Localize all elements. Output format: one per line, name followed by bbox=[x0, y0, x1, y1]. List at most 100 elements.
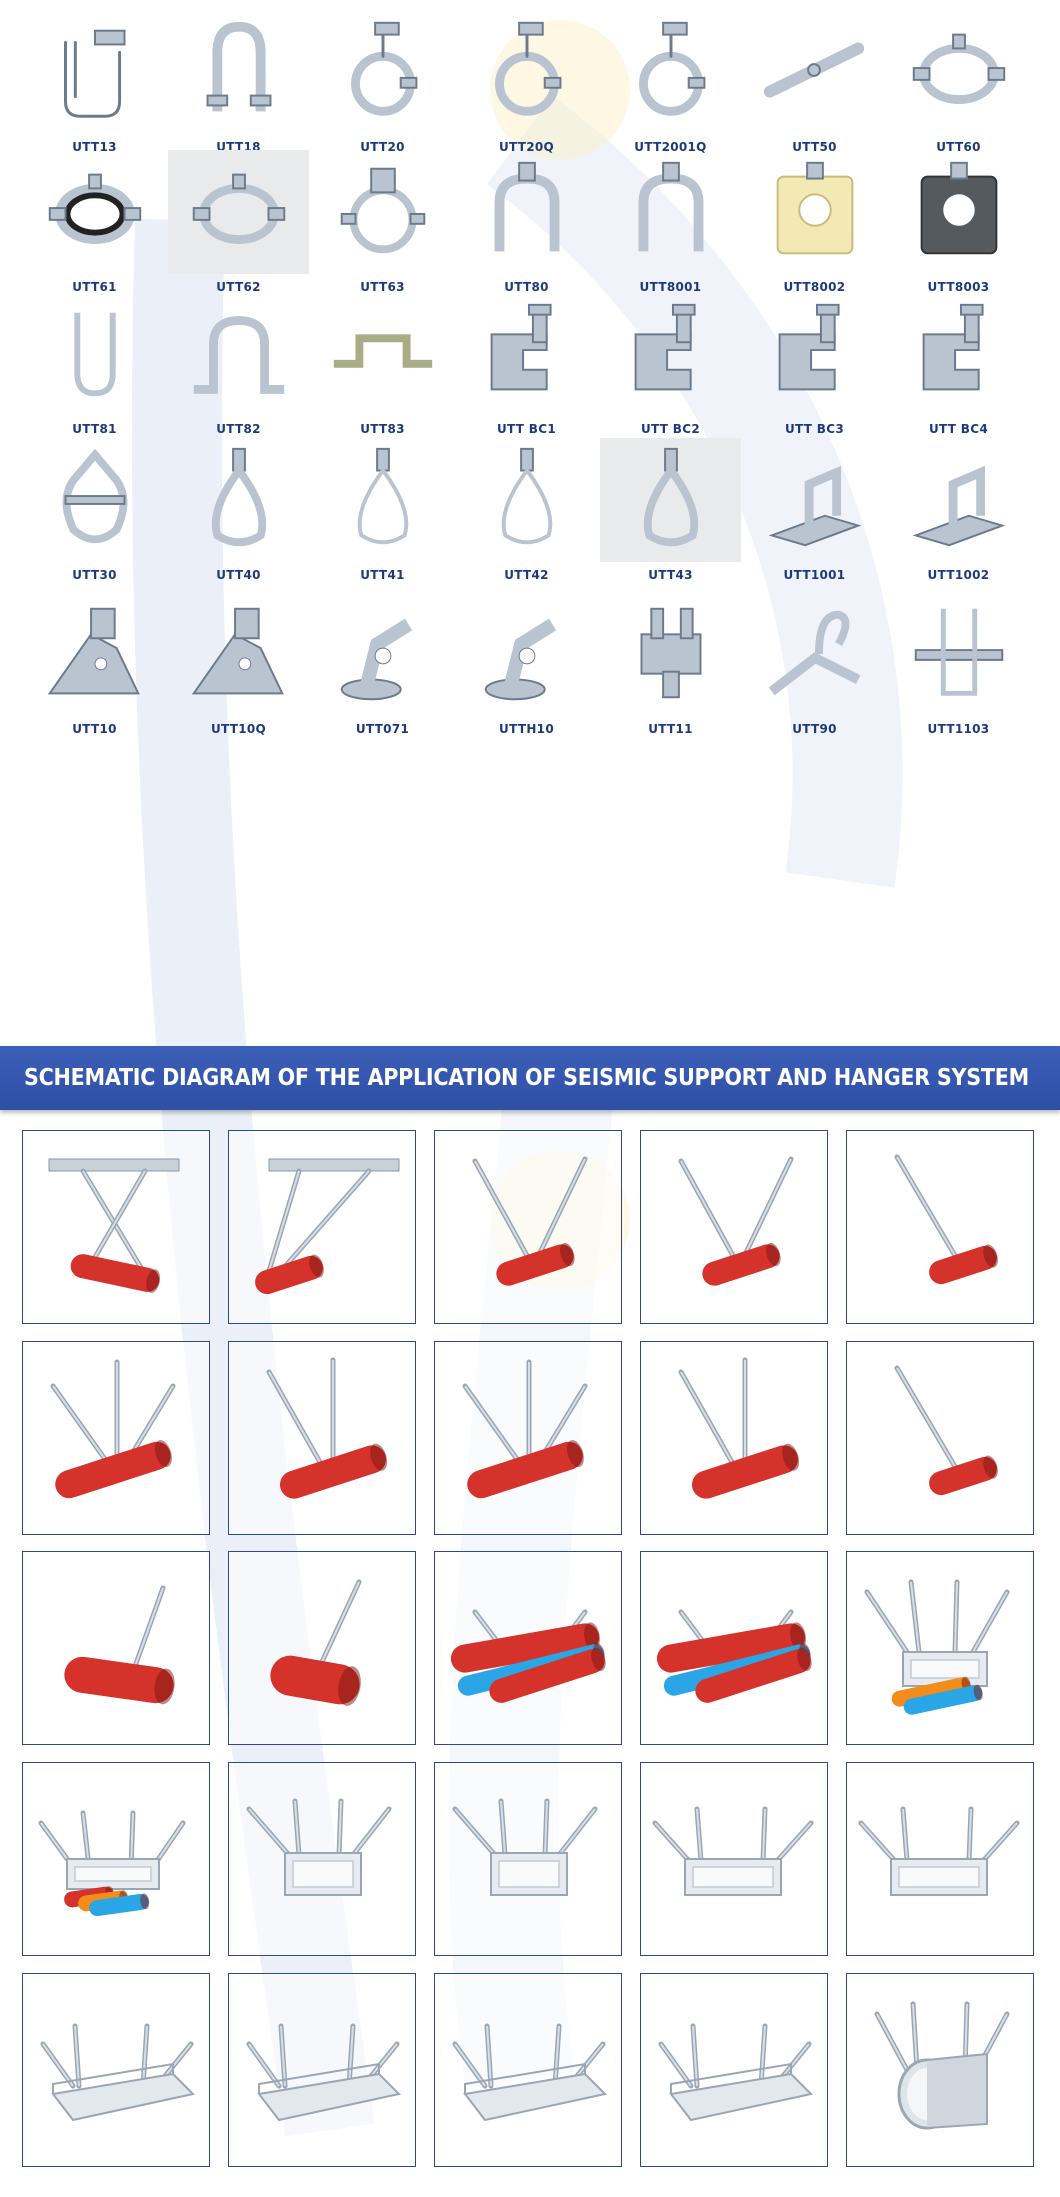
diagram-cable-tray-support bbox=[228, 1973, 416, 2167]
product-card: UTT BC1 bbox=[454, 300, 599, 496]
single-brace-pipe-b-illustration bbox=[894, 1365, 998, 1496]
diagram-v-brace-pipe-b bbox=[640, 1130, 828, 1324]
split-ring-clamp-icon bbox=[168, 150, 309, 274]
diagram-duct-support-wide bbox=[846, 1762, 1034, 1956]
product-label: UTT80 bbox=[504, 280, 549, 294]
diagram-multi-pipe-red-blue-b bbox=[640, 1551, 828, 1745]
product-card: UTT30 bbox=[22, 446, 167, 642]
product-label: UTT BC3 bbox=[785, 422, 844, 436]
product-card: UTT42 bbox=[454, 446, 599, 642]
swivel-bracket-icon bbox=[312, 592, 453, 716]
product-card: UTT43 bbox=[598, 438, 743, 642]
triple-brace-pipe-illustration bbox=[462, 1359, 588, 1499]
diagram-large-pipe-support bbox=[846, 1973, 1034, 2167]
rubber-block-icon bbox=[888, 150, 1029, 274]
application-diagrams bbox=[0, 1130, 1060, 2190]
diagram-duct-with-pipes bbox=[846, 1551, 1034, 1745]
lateral-beam-cross-illustration bbox=[48, 1158, 180, 1293]
duct-support-illustration bbox=[452, 1798, 598, 1896]
product-card: UTT8002 bbox=[742, 158, 887, 354]
product-label: UTT90 bbox=[792, 722, 837, 736]
product-label: UTTH10 bbox=[499, 722, 554, 736]
diagram-duct-support bbox=[228, 1762, 416, 1956]
hinged-base-icon bbox=[744, 438, 885, 562]
product-card: UTT41 bbox=[310, 446, 455, 642]
duct-with-colored-pipes-illustration bbox=[38, 1810, 186, 1917]
u-rod-icon bbox=[24, 292, 165, 416]
beam-clamp-icon bbox=[744, 292, 885, 416]
product-card: UTT10 bbox=[22, 600, 167, 796]
rubber-lined-clamp-icon bbox=[24, 150, 165, 274]
product-card: UTT1103 bbox=[886, 600, 1031, 796]
product-label: UTT BC4 bbox=[929, 422, 988, 436]
cable-tray-support-illustration bbox=[40, 2023, 196, 2122]
product-label: UTT50 bbox=[792, 140, 837, 154]
swivel-bracket-icon bbox=[456, 592, 597, 716]
v-brace-pipe-b-illustration bbox=[678, 1156, 794, 1286]
product-card: UTT8003 bbox=[886, 158, 1031, 354]
diagram-single-brace-pipe-b bbox=[846, 1341, 1034, 1535]
split-ring-clamp-icon bbox=[888, 10, 1029, 134]
lateral-beam-diag-illustration bbox=[255, 1158, 400, 1295]
diagram-single-brace-pipe bbox=[846, 1130, 1034, 1324]
product-card: UTT80 bbox=[454, 158, 599, 354]
product-card: UTTH10 bbox=[454, 600, 599, 796]
product-card: UTT82 bbox=[166, 300, 311, 496]
diagram-triple-brace-pipe bbox=[22, 1341, 210, 1535]
duct-with-pipes-illustration bbox=[864, 1579, 1010, 1715]
product-label: UTT8003 bbox=[927, 280, 990, 294]
product-label: UTT13 bbox=[72, 140, 117, 154]
single-brace-pipe-illustration bbox=[894, 1154, 998, 1285]
beam-clamp-icon bbox=[456, 292, 597, 416]
product-card: UTT20Q bbox=[454, 18, 599, 214]
swivel-ring-hanger-icon bbox=[168, 438, 309, 562]
swivel-ring-hanger-icon bbox=[600, 438, 741, 562]
product-label: UTT61 bbox=[72, 280, 117, 294]
product-label: UTT8002 bbox=[783, 280, 846, 294]
double-brace-pipe-b-illustration bbox=[678, 1357, 800, 1499]
product-card: UTT071 bbox=[310, 600, 455, 796]
product-card: UTT10Q bbox=[166, 600, 311, 796]
product-label: UTT63 bbox=[360, 280, 405, 294]
product-card: UTT61 bbox=[22, 158, 167, 354]
omega-strap-icon bbox=[312, 292, 453, 416]
product-label: UTT071 bbox=[355, 722, 410, 736]
diagram-duct-support bbox=[434, 1762, 622, 1956]
diagram-double-brace-pipe bbox=[228, 1341, 416, 1535]
product-card: UTT BC2 bbox=[598, 300, 743, 496]
product-card: UTT8001 bbox=[598, 158, 743, 354]
duct-support-wide-illustration bbox=[652, 1806, 814, 1896]
product-label: UTT BC2 bbox=[641, 422, 700, 436]
diagram-v-brace-pipe bbox=[434, 1130, 622, 1324]
diagram-duct-support-wide bbox=[640, 1762, 828, 1956]
loop-hanger-icon bbox=[456, 438, 597, 562]
product-label: UTT41 bbox=[360, 568, 405, 582]
short-brace-pipe-illustration bbox=[64, 1585, 175, 1705]
product-label: UTT10Q bbox=[210, 722, 267, 736]
product-label: UTT1002 bbox=[927, 568, 990, 582]
product-label: UTT2001Q bbox=[634, 140, 707, 154]
pipe-clamp-hanger-icon bbox=[312, 10, 453, 134]
product-label: UTT30 bbox=[72, 568, 117, 582]
product-label: UTT20 bbox=[360, 140, 405, 154]
product-card: UTT11 bbox=[598, 600, 743, 796]
product-label: UTT BC1 bbox=[497, 422, 556, 436]
saddle-strap-icon bbox=[168, 292, 309, 416]
diagram-duct-with-colored-pipes bbox=[22, 1762, 210, 1956]
cable-tray-support-illustration bbox=[246, 2023, 402, 2122]
beam-clamp-icon bbox=[888, 292, 1029, 416]
long-brace-pipe-illustration bbox=[270, 1579, 362, 1706]
diagram-long-brace-pipe bbox=[228, 1551, 416, 1745]
double-brace-pipe-illustration bbox=[266, 1357, 388, 1499]
product-card: UTT81 bbox=[22, 300, 167, 496]
product-label: UTT40 bbox=[216, 568, 261, 582]
product-label: UTT62 bbox=[216, 280, 261, 294]
product-card: UTT20 bbox=[310, 18, 455, 214]
diagram-cable-tray-support bbox=[640, 1973, 828, 2167]
product-card: UTT60 bbox=[886, 18, 1031, 214]
clamp-connector-icon bbox=[600, 592, 741, 716]
